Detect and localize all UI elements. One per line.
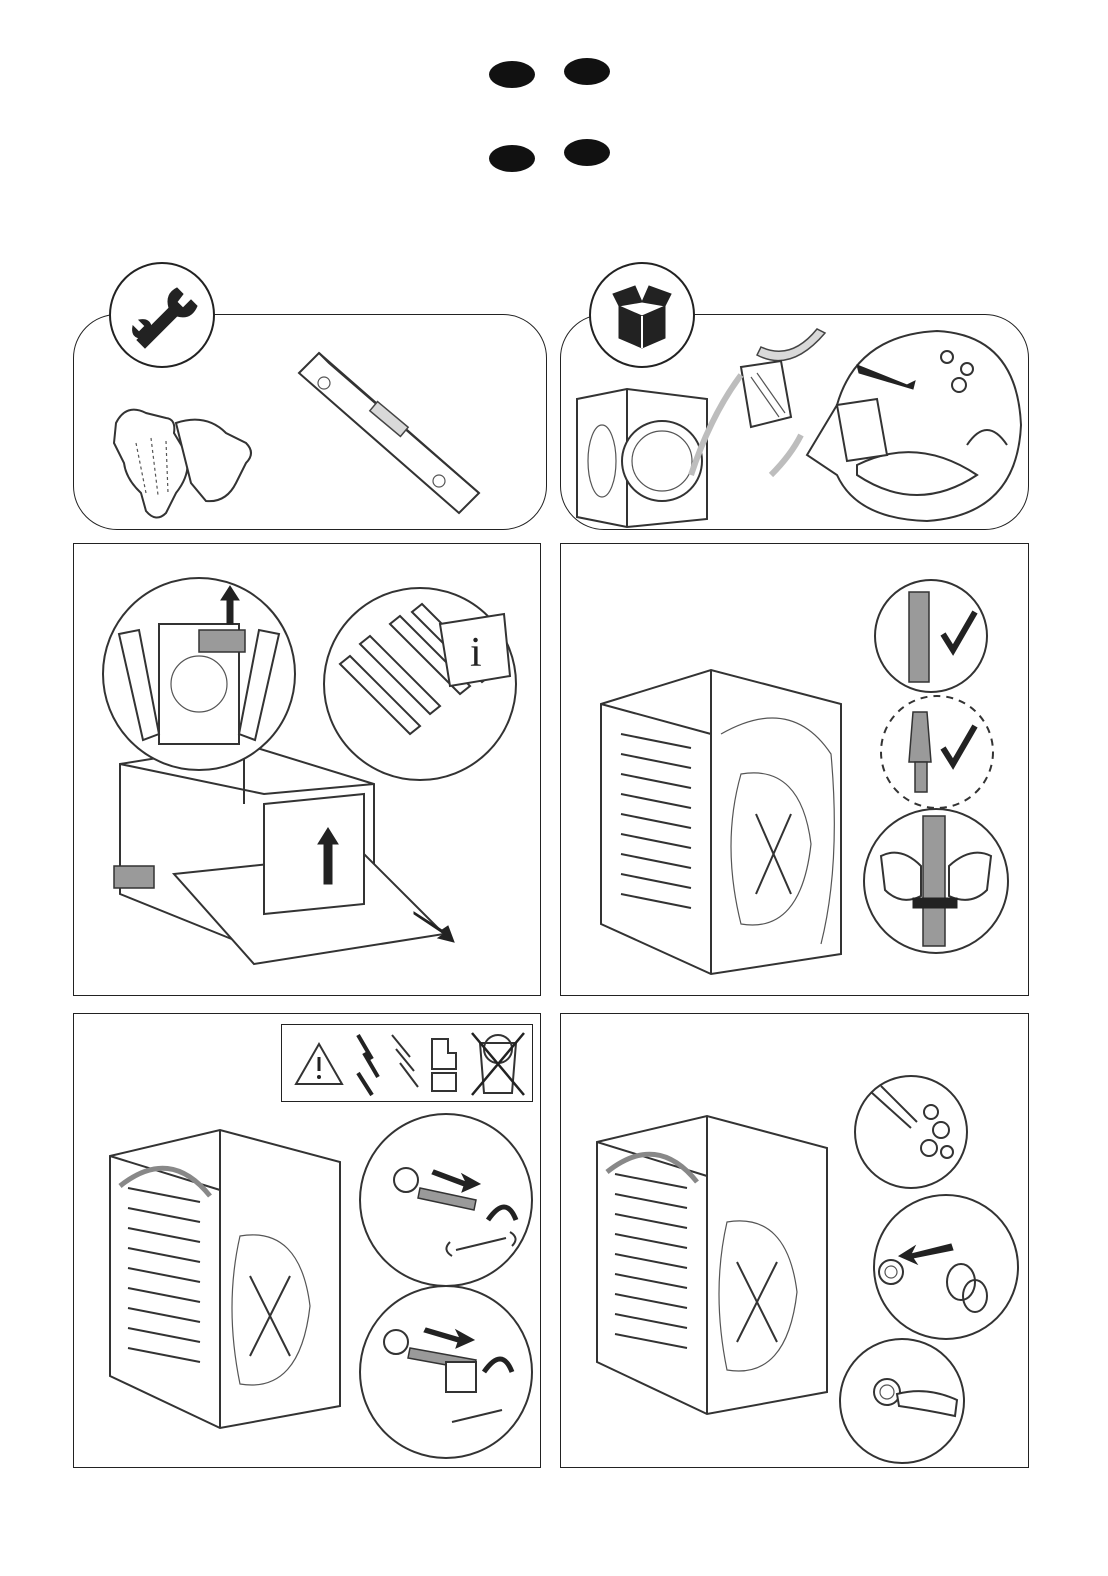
svg-text:i: i <box>470 630 482 676</box>
do-not-discard-icon <box>468 1029 528 1099</box>
remove-transit-bolts-panel <box>73 1013 541 1468</box>
machine-rear-view <box>587 1112 847 1422</box>
remove-packaging-panel: i <box>73 543 541 996</box>
hose-correct-magnifier <box>871 576 991 696</box>
packaging-removal-magnifier <box>99 574 299 774</box>
finger-press-magnifier <box>837 1336 967 1466</box>
cap-insert-magnifier <box>871 1192 1021 1342</box>
machine-rear-view <box>100 1126 360 1436</box>
open-box-icon <box>607 280 677 350</box>
packaging-strips-magnifier: i <box>320 584 520 784</box>
package-badge <box>589 262 695 368</box>
language-flag-3 <box>489 145 535 172</box>
language-flag-4 <box>564 139 610 166</box>
machine-rear-view <box>591 664 851 984</box>
caps-magnifier <box>851 1072 971 1192</box>
plug-correct-magnifier <box>877 692 997 812</box>
bolt-removal-magnifier-2 <box>356 1282 536 1462</box>
insert-caps-panel <box>560 1013 1029 1468</box>
bolts-icon <box>352 1029 462 1099</box>
warning-box <box>281 1024 533 1102</box>
language-flag-1 <box>489 61 535 88</box>
bolt-removal-magnifier-1 <box>356 1110 536 1290</box>
hose-clips-panel <box>560 543 1029 996</box>
accessories-magnifier <box>797 325 1027 525</box>
warning-icon <box>294 1041 344 1087</box>
hose-clip-icon <box>913 898 957 908</box>
hose-clip-magnifier <box>861 806 1011 956</box>
tools-badge <box>109 262 215 368</box>
gloves-icon <box>96 383 276 533</box>
wrench-icon <box>127 280 197 350</box>
language-flag-2 <box>564 58 610 85</box>
spirit-level-icon <box>289 343 489 523</box>
